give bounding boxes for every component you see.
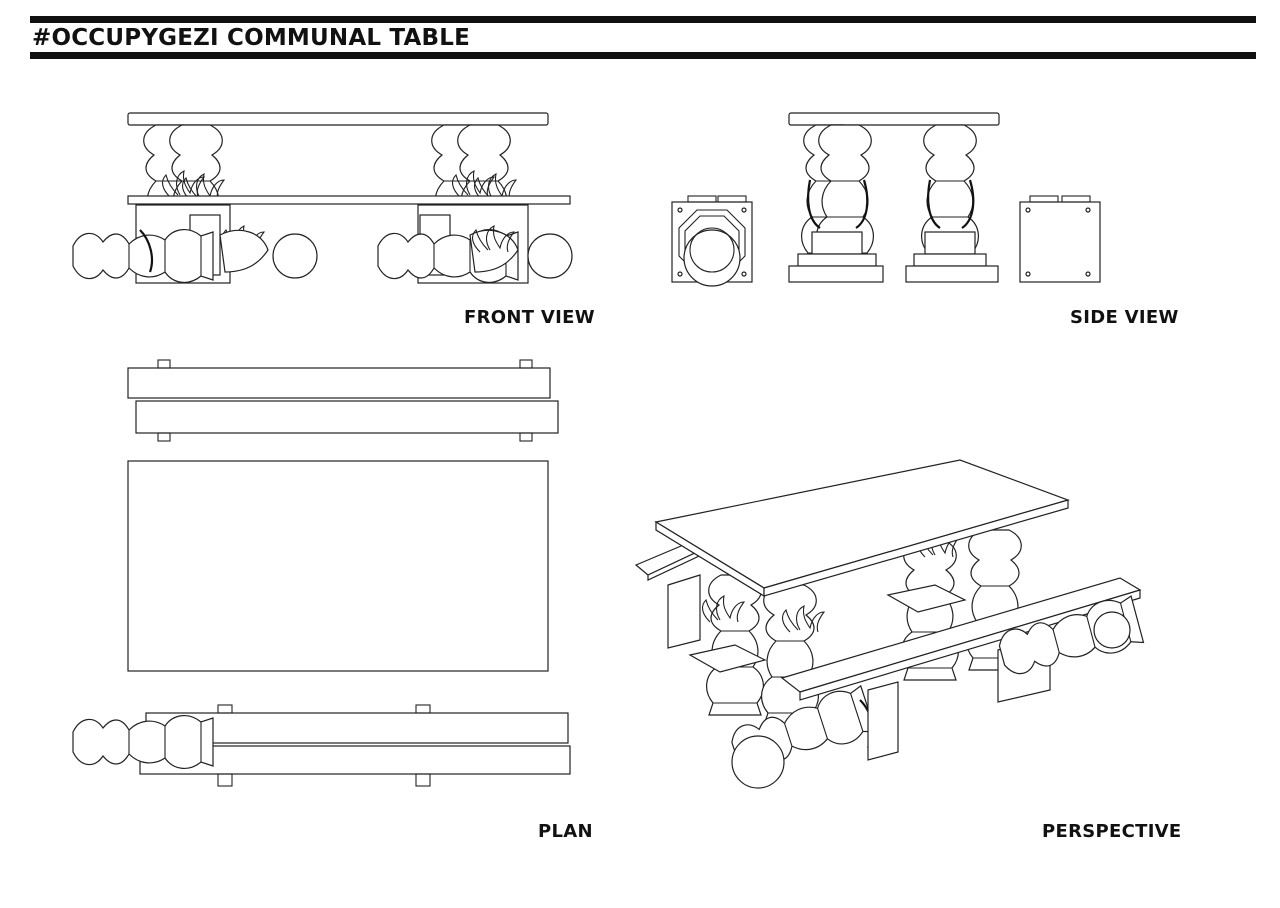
header-rule-top [30, 16, 1256, 23]
plan-drawing [72, 359, 571, 787]
side-view-label: SIDE VIEW [1070, 307, 1179, 328]
perspective-label: PERSPECTIVE [1042, 821, 1182, 842]
front-view-drawing [72, 112, 573, 284]
perspective-drawing [634, 459, 1145, 789]
side-view-drawing [671, 112, 1101, 287]
header-rule-bottom [30, 52, 1256, 59]
front-view-label: FRONT VIEW [464, 307, 595, 328]
page-title: #OCCUPYGEZI COMMUNAL TABLE [32, 25, 470, 51]
plan-label: PLAN [538, 821, 593, 842]
